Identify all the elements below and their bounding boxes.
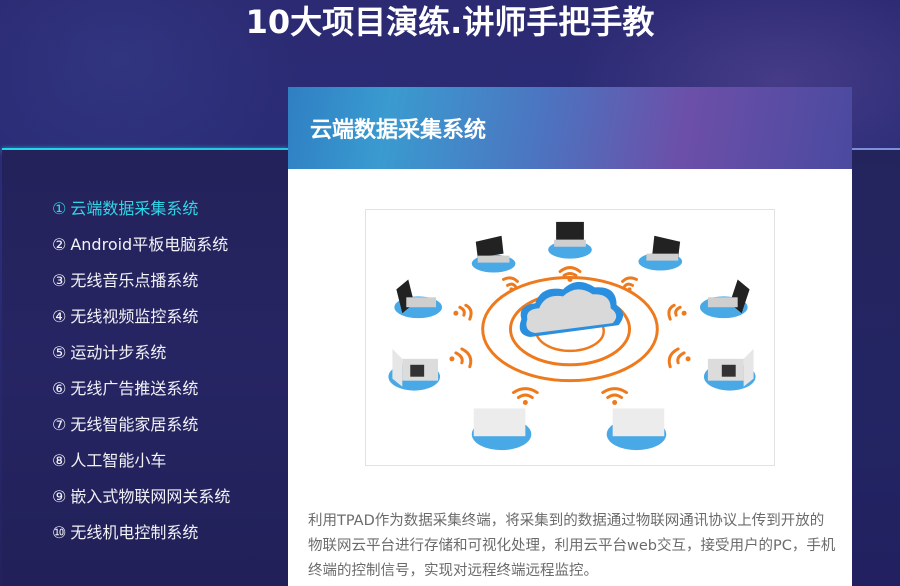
item-label: 人工智能小车 [70,451,167,470]
card-title: 云端数据采集系统 [310,118,487,143]
item-label: 无线视频监控系统 [70,307,199,326]
project-detail-card: 云端数据采集系统 [288,87,852,586]
laptop-nodes [388,221,756,451]
item-number: ⑧ [52,451,67,470]
item-label: 无线智能家居系统 [70,415,199,434]
wifi-signal-icons [454,266,686,400]
right-side-panel [852,150,900,586]
item-number: ⑦ [52,415,67,434]
item-label: 无线音乐点播系统 [70,271,199,290]
item-number: ② [52,235,67,254]
item-label: 无线机电控制系统 [70,523,199,542]
item-label: 无线广告推送系统 [70,379,199,398]
item-number: ⑩ [52,523,67,542]
item-number: ① [52,199,67,218]
item-label: 嵌入式物联网网关系统 [70,487,231,506]
item-number: ③ [52,271,67,290]
wifi-dots [449,276,691,405]
item-number: ④ [52,307,67,326]
item-number: ⑥ [52,379,67,398]
cloud-icon [519,281,624,338]
project-menu-panel [2,150,288,586]
project-description: 利用TPAD作为数据采集终端，将采集到的数据通过物联网通讯协议上传到开放的物联网… [308,513,836,579]
card-header: 云端数据采集系统 [288,87,852,169]
cloud-network-illustration [388,221,756,451]
cloud-network-diagram [365,209,775,466]
item-label: 云端数据采集系统 [70,199,199,218]
item-label: 运动计步系统 [70,343,167,362]
item-label: Android平板电脑系统 [70,235,229,254]
page-headline: 10大项目演练.讲师手把手教 [245,3,655,41]
item-number: ⑨ [52,487,67,506]
item-number: ⑤ [52,343,67,362]
